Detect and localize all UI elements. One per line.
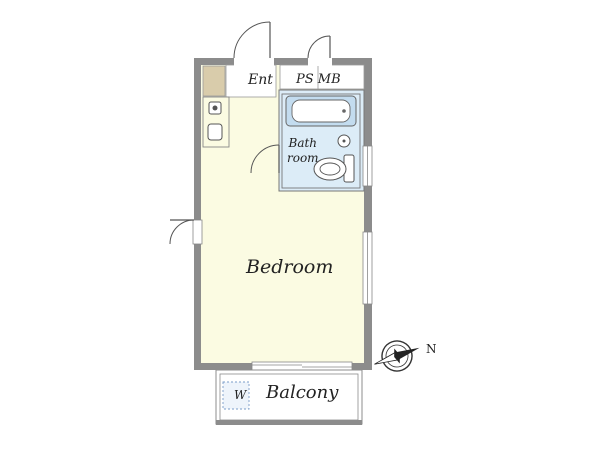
bathroom-label-line1: Bath bbox=[288, 136, 318, 150]
compass-icon bbox=[374, 340, 420, 372]
washer-spot bbox=[222, 381, 250, 410]
bathroom-door-swing bbox=[250, 144, 280, 174]
bathtub-drain bbox=[342, 109, 346, 113]
compass-north-label: N bbox=[426, 342, 437, 356]
ps-mb-area bbox=[279, 64, 365, 90]
ps-mb-label: PS MB bbox=[296, 72, 341, 87]
entrance-label: Ent bbox=[248, 72, 273, 88]
bathroom-label-line2: room bbox=[287, 151, 319, 165]
toilet-bowl-icon bbox=[313, 157, 347, 181]
stove-icon bbox=[212, 105, 218, 111]
bathroom-label: Bath room bbox=[287, 136, 319, 166]
ps-door-gap bbox=[308, 57, 332, 66]
storage-box bbox=[202, 65, 226, 97]
balcony-label: Balcony bbox=[266, 382, 339, 403]
bathtub-inner bbox=[291, 99, 351, 123]
washbasin-drain bbox=[342, 139, 346, 143]
washer-label: W bbox=[234, 388, 247, 402]
front-door-swing bbox=[233, 21, 271, 59]
sink-basin-icon bbox=[207, 123, 223, 141]
bathroom-outline bbox=[281, 93, 361, 189]
balcony-window bbox=[251, 361, 353, 371]
side-window-swing bbox=[169, 219, 195, 245]
side-window-gap bbox=[192, 219, 203, 245]
ps-door-swing bbox=[307, 35, 331, 59]
balcony-rail-wall bbox=[216, 420, 362, 425]
front-door-gap bbox=[234, 57, 274, 66]
entrance-floor bbox=[225, 64, 277, 98]
toilet-seat-icon bbox=[319, 162, 341, 176]
bedroom-label: Bedroom bbox=[246, 256, 334, 278]
